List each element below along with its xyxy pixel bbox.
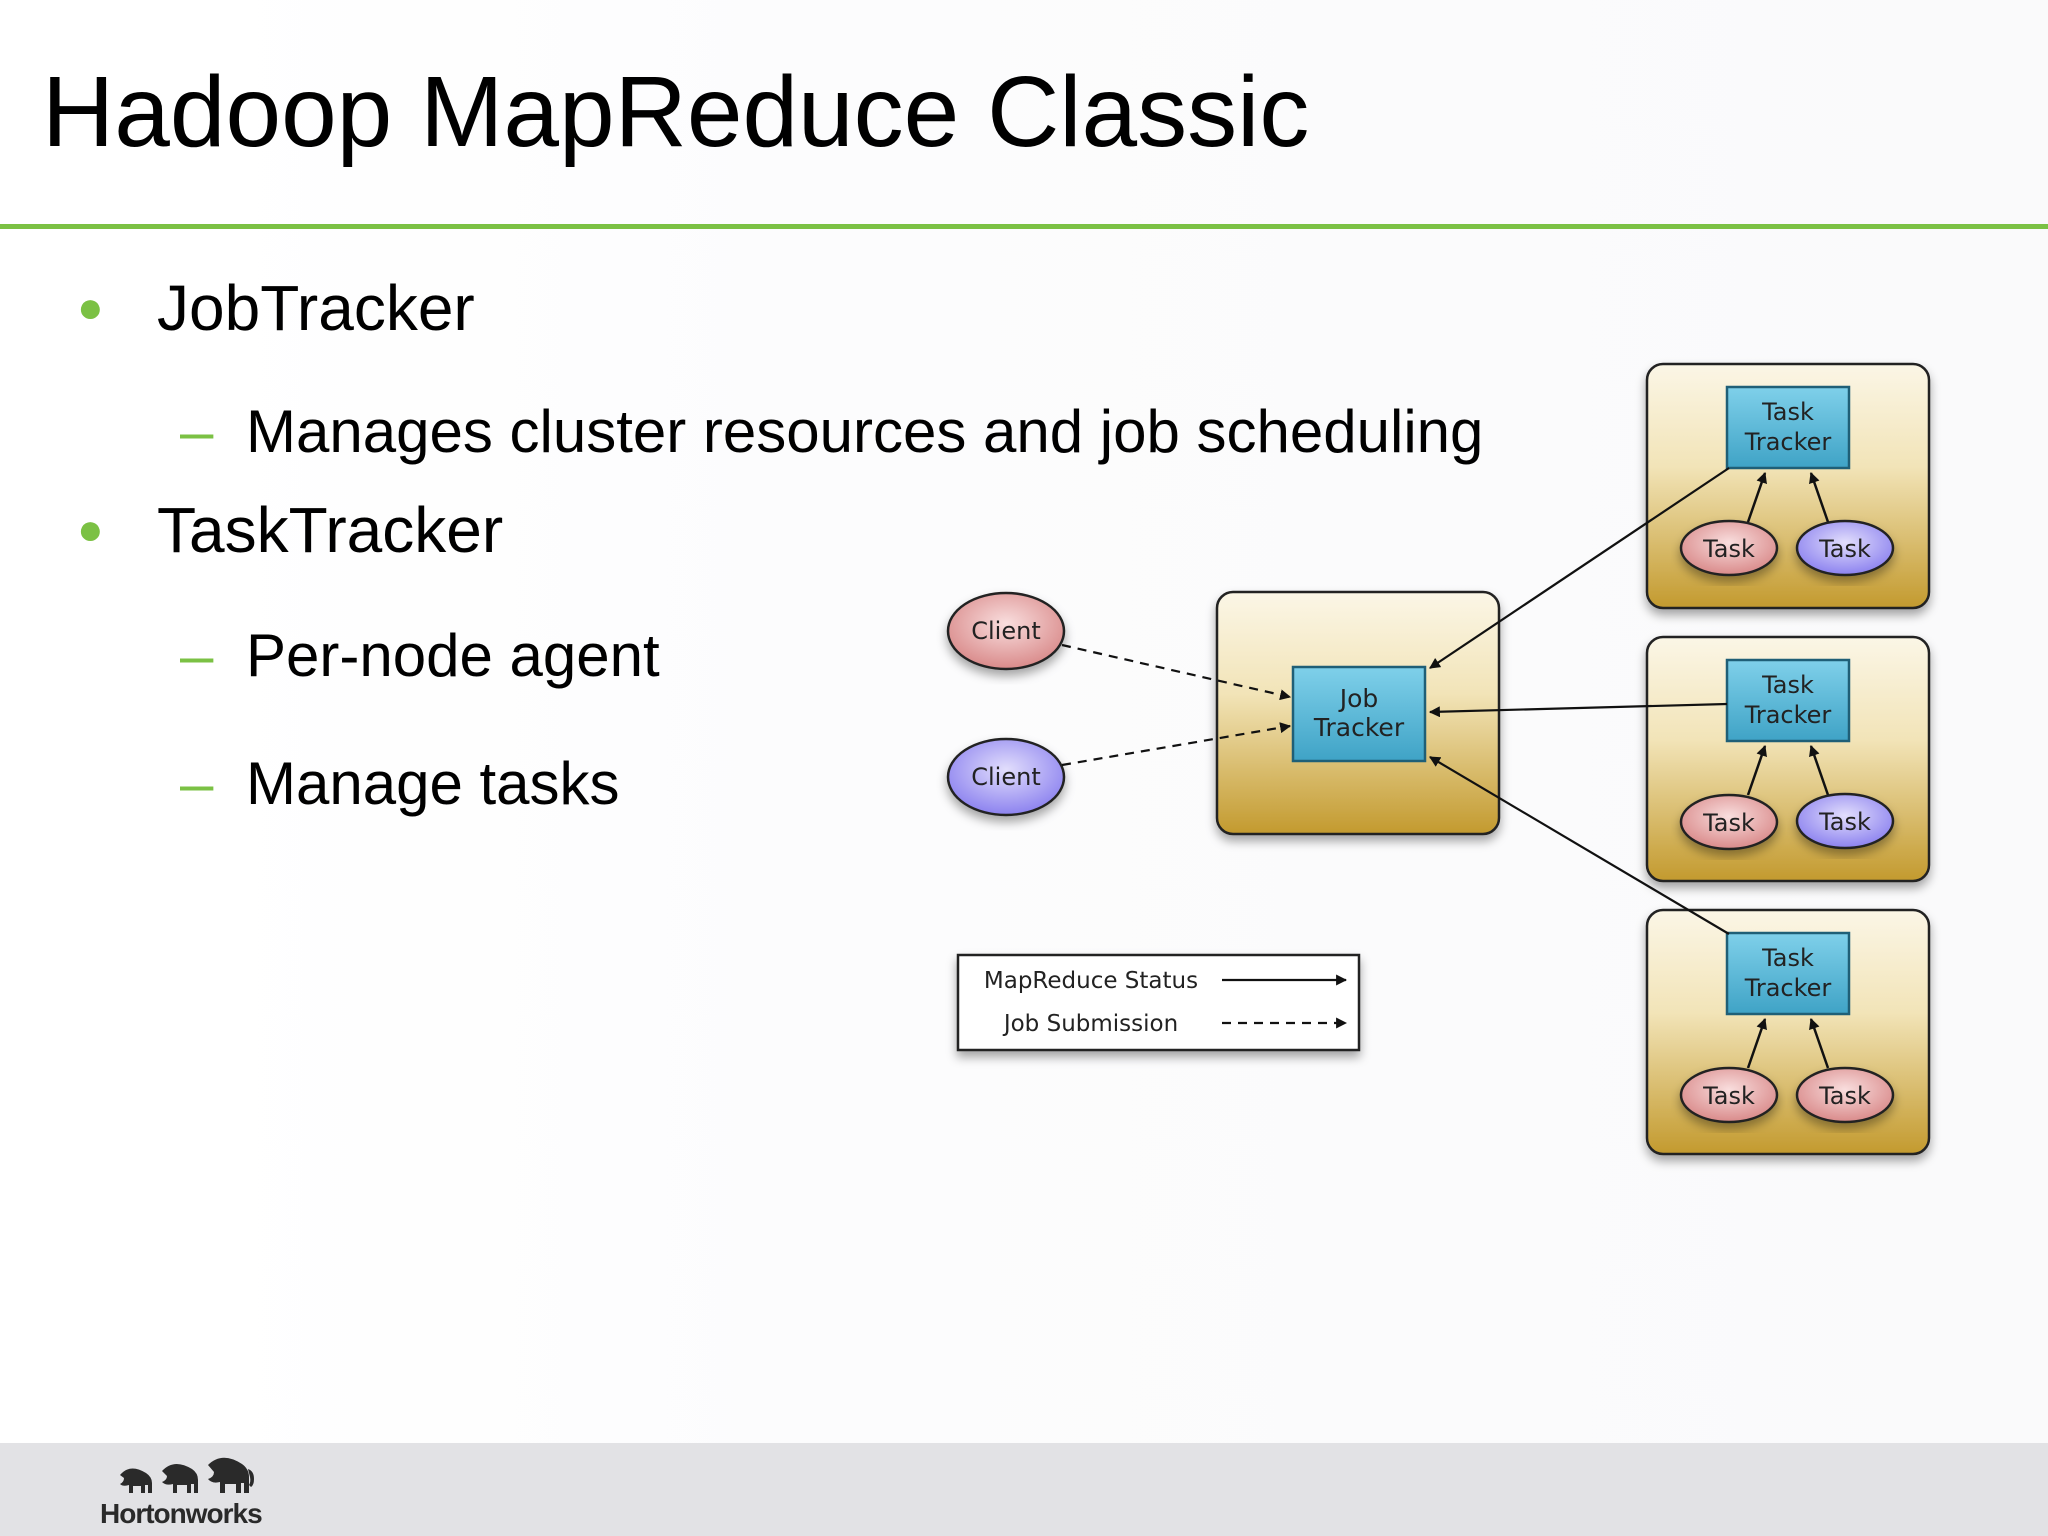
hortonworks-logo: Hortonworks xyxy=(100,1457,270,1529)
task-label: Task xyxy=(1702,535,1755,563)
task-tracker-node-3: Task Tracker Task Task xyxy=(1645,908,1931,1156)
task-tracker-label: Task xyxy=(1761,398,1814,426)
task-label: Task xyxy=(1702,809,1755,837)
client-label: Client xyxy=(971,763,1040,791)
bullet-tasktracker: ● TaskTracker xyxy=(77,498,503,562)
task-label: Task xyxy=(1818,535,1871,563)
dash-icon: – xyxy=(180,750,214,817)
job-tracker-label: Tracker xyxy=(1313,713,1405,742)
job-tracker-label: Job xyxy=(1338,684,1379,713)
sub-bullet-manage-tasks: – Manage tasks xyxy=(180,754,620,814)
submission-arrow xyxy=(1061,643,1292,701)
task-tracker-node-1: Task Tracker Task Task xyxy=(1645,362,1931,610)
task-label: Task xyxy=(1702,1082,1755,1110)
task-tracker-box xyxy=(1725,931,1851,1016)
task-tracker-node-2: Task Tracker Task Task xyxy=(1645,635,1931,883)
sub-bullet-text: Manage tasks xyxy=(246,750,620,817)
status-arrow xyxy=(1429,756,1730,935)
task-tracker-box xyxy=(1725,385,1851,470)
legend-status-label: MapReduce Status xyxy=(984,968,1198,994)
status-arrow xyxy=(1428,702,1728,718)
logo-text: Hortonworks xyxy=(100,1498,263,1529)
client-ellipse-1 xyxy=(946,591,1066,671)
client-ellipse-2 xyxy=(946,737,1066,817)
task-tracker-label: Tracker xyxy=(1744,701,1832,729)
task-tracker-label: Task xyxy=(1761,944,1814,972)
sub-bullet-text: Per-node agent xyxy=(246,622,660,689)
task-status-arrow xyxy=(1809,744,1830,796)
task-ellipse xyxy=(1679,1066,1779,1124)
legend-submission-label: Job Submission xyxy=(1002,1011,1178,1037)
task-tracker-label: Tracker xyxy=(1744,974,1832,1002)
sub-bullet-text: Manages cluster resources and job schedu… xyxy=(246,398,1484,465)
title-divider xyxy=(0,224,2048,229)
task-ellipse xyxy=(1795,519,1895,577)
bullet-dot-icon: ● xyxy=(77,505,104,554)
task-label: Task xyxy=(1818,1082,1871,1110)
bullet-text: TaskTracker xyxy=(157,494,504,566)
task-status-arrow xyxy=(1809,471,1830,523)
task-ellipse xyxy=(1795,792,1895,850)
task-tracker-label: Task xyxy=(1761,671,1814,699)
bullet-dot-icon: ● xyxy=(77,283,104,332)
job-tracker-node: Job Tracker xyxy=(1215,590,1501,836)
task-ellipse xyxy=(1679,519,1779,577)
task-tracker-box xyxy=(1725,658,1851,743)
bullet-text: JobTracker xyxy=(157,272,475,344)
bullet-jobtracker: ● JobTracker xyxy=(77,276,475,340)
dash-icon: – xyxy=(180,622,214,689)
sub-bullet-manages-cluster: – Manages cluster resources and job sche… xyxy=(180,402,1483,462)
dash-icon: – xyxy=(180,398,214,465)
task-status-arrow xyxy=(1746,744,1767,796)
task-status-arrow xyxy=(1746,1017,1767,1069)
task-ellipse xyxy=(1679,793,1779,851)
task-tracker-label: Tracker xyxy=(1744,428,1832,456)
job-tracker-box xyxy=(1291,665,1427,763)
task-status-arrow xyxy=(1746,471,1767,523)
legend-box xyxy=(956,953,1361,1052)
status-arrow xyxy=(1429,467,1730,669)
slide-title: Hadoop MapReduce Classic xyxy=(42,56,1310,168)
footer-bar xyxy=(0,1443,2048,1536)
submission-arrow xyxy=(1061,722,1292,767)
elephants-icon xyxy=(120,1457,254,1493)
sub-bullet-per-node-agent: – Per-node agent xyxy=(180,626,660,686)
task-status-arrow xyxy=(1809,1017,1830,1069)
diagram-legend: MapReduce Status Job Submission xyxy=(956,953,1361,1052)
client-label: Client xyxy=(971,617,1040,645)
task-ellipse xyxy=(1795,1066,1895,1124)
task-label: Task xyxy=(1818,808,1871,836)
